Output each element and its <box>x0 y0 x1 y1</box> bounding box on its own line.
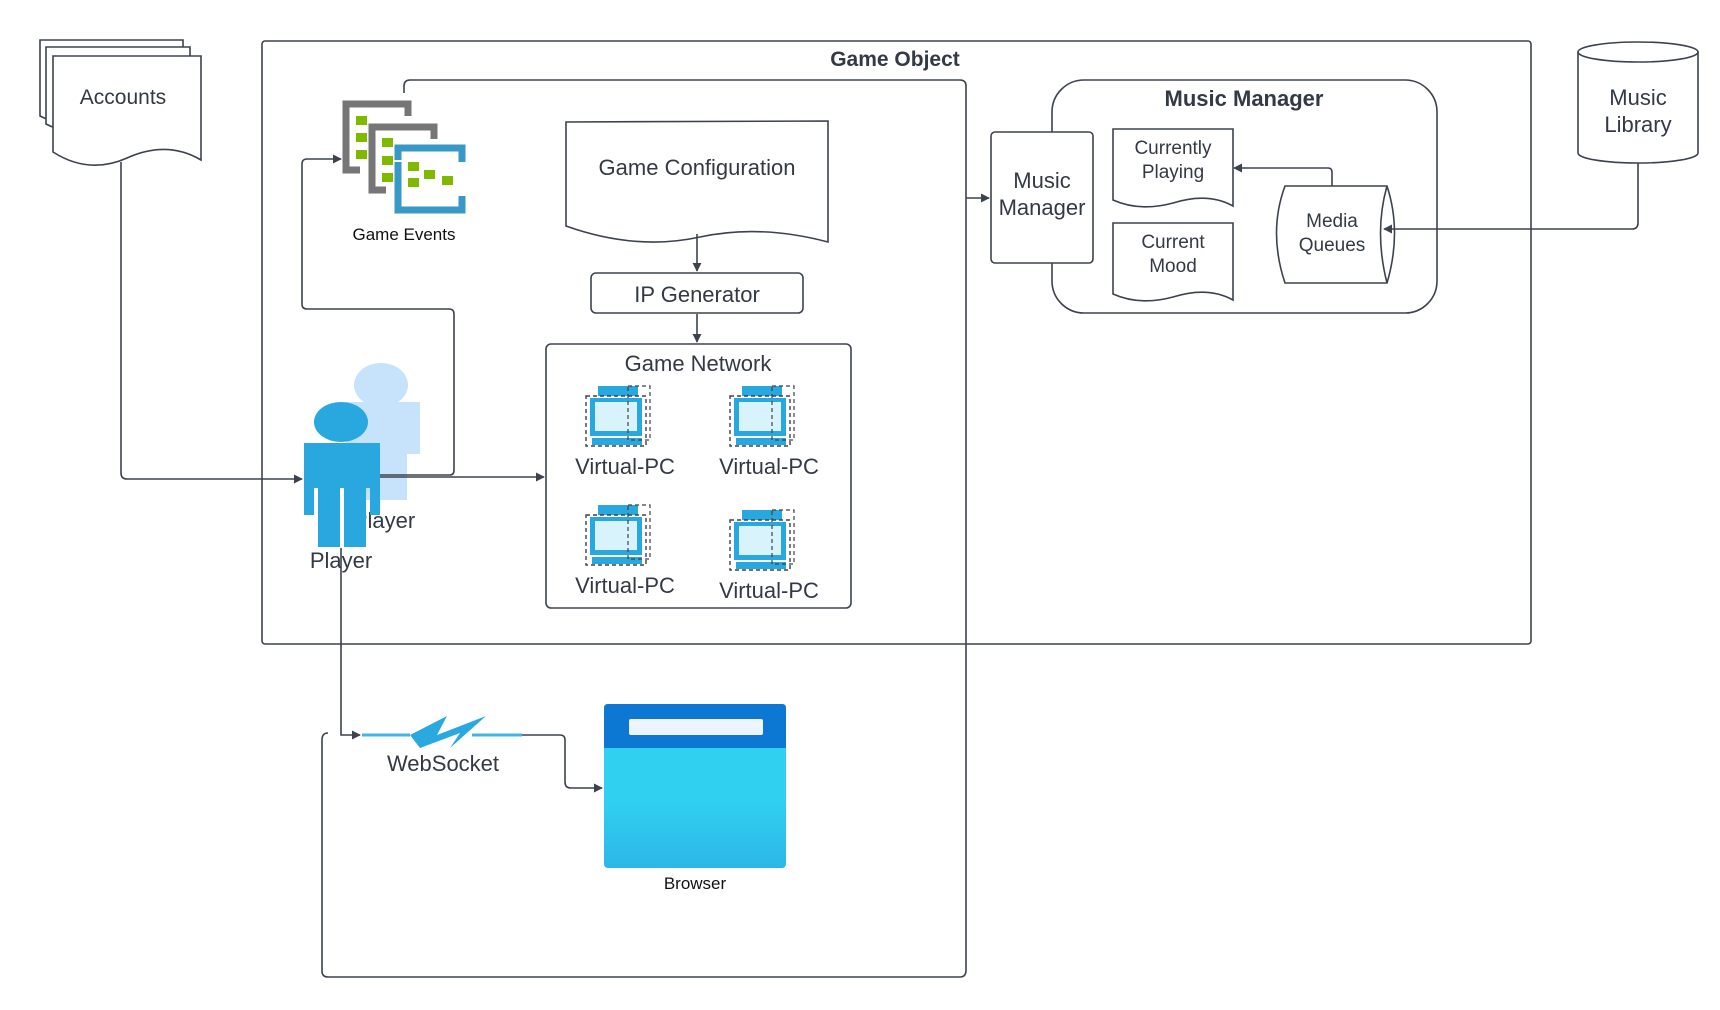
virtual-pc-label: Virtual-PC <box>719 454 819 479</box>
accounts-to-player-connector <box>120 162 303 484</box>
ip-generator-node: IP Generator <box>590 272 804 314</box>
current-mood-label: Mood <box>1149 256 1197 277</box>
websocket-to-browser-connector <box>522 734 603 793</box>
game-configuration-node: Game Configuration <box>565 120 829 244</box>
music-manager-title: Music Manager <box>1165 86 1324 111</box>
media-queues-node: Media Queues <box>1275 185 1396 284</box>
virtual-pc-label: Virtual-PC <box>575 454 675 479</box>
media-queues-label: Media <box>1306 211 1358 232</box>
music-manager-label: Manager <box>999 195 1086 220</box>
currently-playing-label: Currently <box>1134 138 1212 159</box>
player-to-websocket-connector <box>340 548 361 740</box>
accounts-label: Accounts <box>80 86 166 109</box>
music-library-label: Music <box>1609 85 1666 110</box>
music-library-node: Music Library <box>1577 41 1699 164</box>
player-to-events-connector <box>301 154 455 476</box>
person-icon <box>304 402 380 547</box>
music-library-label: Library <box>1604 112 1671 137</box>
currently-playing-node: Currently Playing <box>1112 128 1234 208</box>
accounts-node: Accounts <box>39 39 202 167</box>
currently-playing-label: Playing <box>1142 162 1204 183</box>
websocket-label: WebSocket <box>387 751 499 776</box>
media-queues-label: Queues <box>1299 235 1366 256</box>
game-configuration-label: Game Configuration <box>599 155 796 180</box>
queues-to-playing-connector <box>1233 163 1333 186</box>
music-manager-label: Music <box>1013 168 1070 193</box>
game-network-label: Game Network <box>625 351 773 376</box>
ip-generator-label: IP Generator <box>634 282 760 307</box>
current-mood-label: Current <box>1141 232 1205 253</box>
game-object-title: Game Object <box>830 48 960 71</box>
lightning-icon <box>362 716 522 748</box>
game-events-label: Game Events <box>353 225 456 244</box>
current-mood-node: Current Mood <box>1112 222 1234 302</box>
game-object-container <box>261 40 1532 645</box>
game-network-node: Game Network Virtual-PC Virtual-PC Virtu… <box>545 343 852 609</box>
virtual-pc-label: Virtual-PC <box>575 573 675 598</box>
browser-window-icon <box>604 704 786 868</box>
library-to-queues-connector <box>1383 163 1639 234</box>
browser-label: Browser <box>664 874 727 893</box>
music-manager-node: Music Manager <box>990 131 1094 264</box>
virtual-pc-label: Virtual-PC <box>719 578 819 603</box>
event-grid-icon <box>342 100 466 214</box>
game-area-boundary <box>321 79 967 978</box>
